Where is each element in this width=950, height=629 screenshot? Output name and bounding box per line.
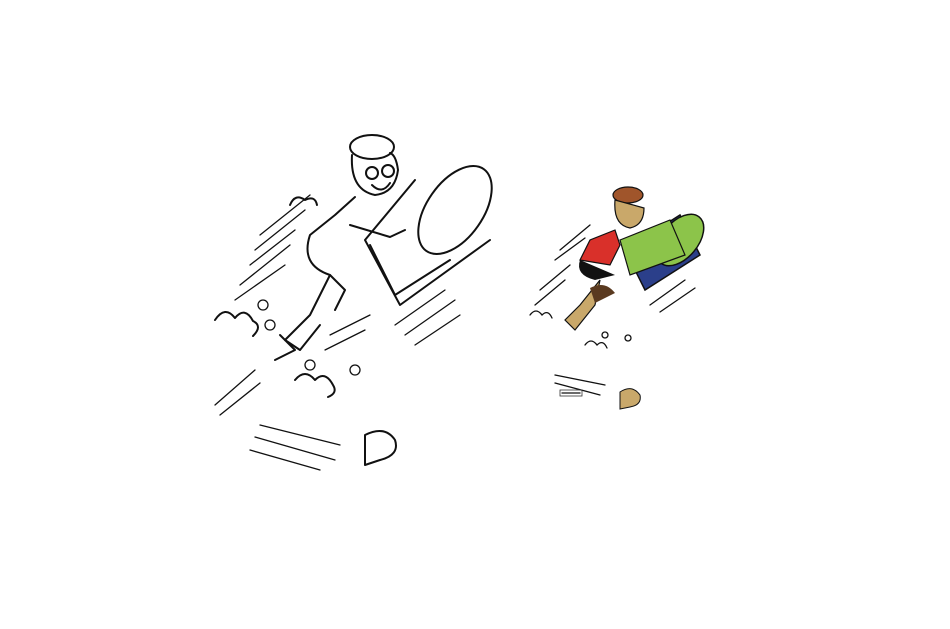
smoke-puffs (214, 196, 361, 398)
falling-shoe (364, 430, 397, 466)
barrel (619, 213, 705, 292)
line-art-rider-drawing (214, 134, 493, 471)
rider (564, 186, 645, 331)
speed-lines (214, 194, 461, 471)
speed-lines (534, 224, 696, 396)
signature-stevie (559, 389, 583, 397)
barrel (364, 165, 493, 306)
colored-rider-drawing (529, 186, 705, 410)
falling-shoe (619, 388, 641, 410)
rider (274, 134, 406, 361)
smoke-puffs (529, 310, 632, 349)
